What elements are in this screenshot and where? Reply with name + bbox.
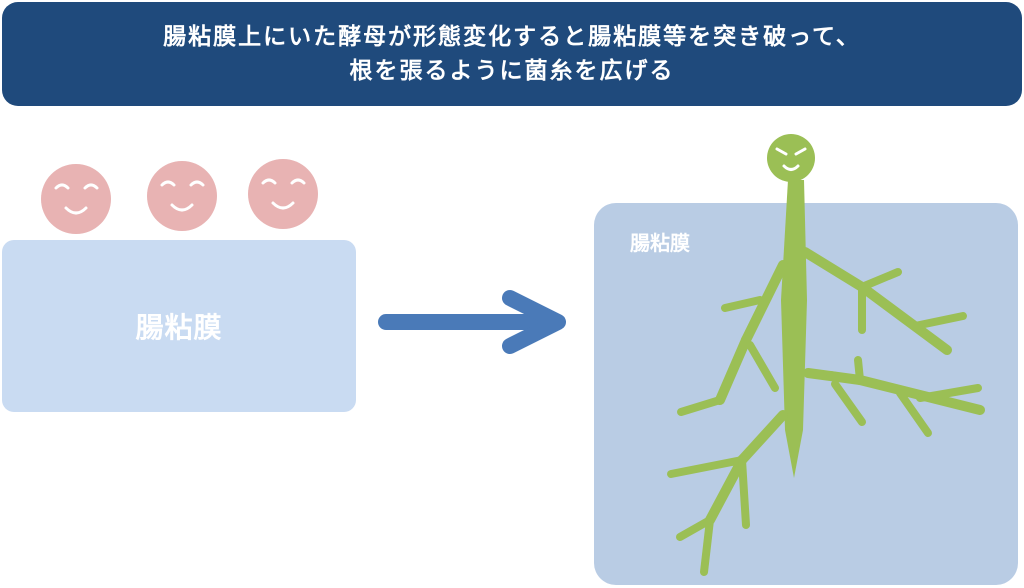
fungus-head-icon: [767, 134, 815, 182]
mucosa-label-after: 腸粘膜: [630, 231, 690, 255]
mucosa-label-before: 腸粘膜: [135, 311, 223, 344]
title-banner: 腸粘膜上にいた酵母が形態変化すると腸粘膜等を突き破って、 根を張るように菌糸を広…: [2, 2, 1022, 106]
hyphal-fungus-icon: [667, 180, 985, 576]
banner-line-2: 根を張るように菌糸を広げる: [349, 58, 675, 84]
yeast-cell-icon: [147, 161, 217, 231]
right-arrow-icon: [378, 290, 566, 354]
intestinal-mucosa-before: 腸粘膜: [2, 240, 356, 412]
yeast-cell-icon: [248, 159, 318, 229]
banner-line-1: 腸粘膜上にいた酵母が形態変化すると腸粘膜等を突き破って、: [163, 24, 861, 50]
yeast-cell-icon: [41, 164, 111, 234]
